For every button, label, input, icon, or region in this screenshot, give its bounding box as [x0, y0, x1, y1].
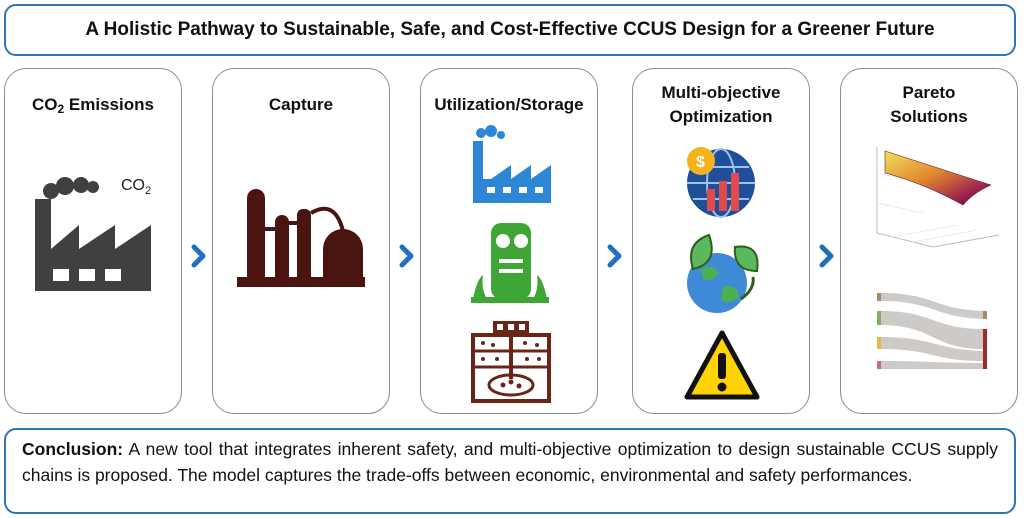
sankey-diagram-icon [877, 293, 987, 369]
economic-globe-icon: $ [687, 147, 755, 218]
chevron-right-icon [399, 244, 414, 268]
conclusion-lead: Conclusion: [22, 439, 124, 459]
stage-pareto-solutions: Pareto Solutions [840, 68, 1018, 414]
conclusion-box: Conclusion: A new tool that integrates i… [4, 428, 1016, 514]
stage-capture: Capture [212, 68, 390, 414]
industry-icon [473, 125, 551, 203]
factory-emissions-icon [35, 177, 151, 291]
stage-title-capture: Capture [268, 95, 334, 114]
green-plant-icon [471, 223, 549, 303]
svg-text:$: $ [696, 154, 705, 171]
conclusion-text: A new tool that integrates inherent safe… [22, 439, 998, 485]
stage-co2-emissions: CO2 Emissions CO2 [4, 68, 182, 414]
chevron-right-icon [607, 244, 622, 268]
safety-warning-icon [684, 330, 760, 400]
co2-label: CO2 [121, 177, 152, 198]
pareto-surface-plot-icon [876, 147, 1000, 248]
stage-title-utilization-storage: Utilization/Storage [434, 95, 584, 114]
title-banner: A Holistic Pathway to Sustainable, Safe,… [4, 4, 1016, 56]
stage-title-multi-objective-optimization: Multi-objective Optimization [661, 83, 781, 126]
chevron-right-icon [819, 244, 834, 268]
chevron-right-icon [191, 244, 206, 268]
stage-title-co2-emissions: CO2 Emissions [32, 95, 154, 116]
stage-title-pareto-solutions: Pareto Solutions [890, 83, 968, 126]
capture-plant-icon [237, 189, 365, 287]
underground-storage-icon [471, 321, 551, 403]
stage-utilization-storage: Utilization/Storage [420, 68, 598, 414]
page-title: A Holistic Pathway to Sustainable, Safe,… [85, 19, 935, 40]
stage-multi-objective-optimization: Multi-objective Optimization $ [632, 68, 810, 414]
environment-globe-icon [687, 233, 759, 313]
